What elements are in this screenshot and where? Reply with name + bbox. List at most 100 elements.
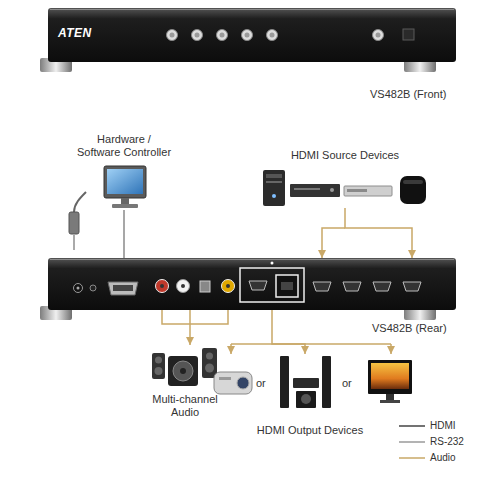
speaker-set xyxy=(155,367,163,375)
output-devices xyxy=(293,378,319,388)
branch-wire xyxy=(231,343,391,345)
source-devices xyxy=(294,188,320,190)
legend-line xyxy=(399,441,425,443)
rear-panel-art xyxy=(177,280,190,293)
output-devices xyxy=(237,377,249,389)
branch-wire xyxy=(230,344,232,354)
output-devices xyxy=(280,356,289,408)
front-button xyxy=(245,33,250,38)
signal-cable xyxy=(345,208,412,258)
signal-cable xyxy=(189,310,191,345)
front-button xyxy=(167,30,178,41)
rear-panel-art xyxy=(48,258,456,310)
branch-wire xyxy=(162,310,228,324)
speaker-set xyxy=(173,361,193,381)
rear-panel-art xyxy=(108,282,138,295)
signal-cable xyxy=(123,210,125,258)
panel-caption: VS482B (Rear) xyxy=(372,322,447,335)
legend-line xyxy=(399,425,425,427)
controller-monitor xyxy=(104,166,146,208)
or-label: or xyxy=(342,377,352,390)
output-devices xyxy=(214,372,252,394)
rear-panel-art xyxy=(373,282,391,291)
front-panel: ATENVS482B (Front) xyxy=(48,8,456,62)
speaker-set xyxy=(205,364,214,373)
power-adapter xyxy=(69,192,86,250)
controller-monitor xyxy=(112,204,138,208)
rear-panel: VS482B (Rear) xyxy=(48,258,456,310)
front-button xyxy=(220,33,225,38)
rear-panel-art xyxy=(90,285,96,291)
rear-panel-art xyxy=(343,282,361,291)
output-group: HDMI Output Devices xyxy=(212,354,412,412)
speaker-set xyxy=(152,353,165,379)
speaker-set xyxy=(152,348,217,386)
rear-panel-art xyxy=(240,268,304,302)
speaker-set xyxy=(202,348,217,378)
brand-logo: ATEN xyxy=(58,27,92,40)
front-button xyxy=(192,30,203,41)
output-devices xyxy=(386,394,394,400)
rear-panel-art xyxy=(222,280,235,293)
front-button xyxy=(167,30,384,41)
speaker-set xyxy=(180,368,186,374)
device-heading: HDMI Output Devices xyxy=(257,424,363,437)
front-button xyxy=(270,33,275,38)
rear-panel-art xyxy=(281,282,293,290)
rear-panel-art xyxy=(271,262,274,265)
source-devices xyxy=(400,176,426,204)
front-button xyxy=(242,30,253,41)
rear-panel-art xyxy=(74,284,83,293)
signal-cable xyxy=(272,310,305,354)
source-devices xyxy=(266,181,282,183)
legend-text: Audio xyxy=(430,451,456,464)
front-panel-art xyxy=(48,8,456,62)
controller-monitor xyxy=(121,198,129,204)
source-devices xyxy=(344,186,392,196)
front-panel-art xyxy=(50,9,454,10)
source-devices xyxy=(263,170,426,206)
output-devices xyxy=(296,391,316,408)
source-devices xyxy=(403,180,423,184)
branch-wire xyxy=(390,344,392,354)
rear-panel-art xyxy=(181,284,185,288)
front-button xyxy=(373,30,384,41)
device-heading: Multi-channel Audio xyxy=(145,393,225,419)
legend-line xyxy=(398,451,426,465)
speaker-set xyxy=(168,356,198,386)
rear-panel-art xyxy=(403,282,421,291)
source-devices xyxy=(330,188,334,192)
front-button xyxy=(267,30,278,41)
controller-monitor xyxy=(104,166,146,198)
rear-panel-art xyxy=(226,284,230,288)
source-devices xyxy=(272,194,276,198)
rear-panel-art xyxy=(113,285,133,291)
source-devices xyxy=(266,174,282,178)
source-devices xyxy=(347,189,367,192)
power-adapter xyxy=(69,212,79,234)
rear-panel-art xyxy=(160,284,164,288)
front-button xyxy=(376,33,381,38)
audio-group: Multi-channel Audio xyxy=(150,345,222,387)
speaker-set xyxy=(206,353,213,360)
output-devices xyxy=(380,400,400,403)
rear-panel-art xyxy=(200,281,210,292)
controller-device: Hardware / Software Controller xyxy=(100,164,152,210)
or-label: or xyxy=(256,377,266,390)
power-adapter xyxy=(73,234,75,250)
output-devices xyxy=(301,394,311,404)
output-devices xyxy=(322,356,331,408)
branch-wire xyxy=(162,228,391,354)
output-devices xyxy=(371,363,409,389)
front-button xyxy=(195,33,200,38)
ir-window xyxy=(403,29,414,40)
source-group: HDMI Source Devices xyxy=(260,168,430,208)
rear-panel-art xyxy=(276,275,298,297)
panel-caption: VS482B (Front) xyxy=(370,88,446,101)
legend-text: HDMI xyxy=(430,419,456,432)
power-adapter xyxy=(74,192,86,212)
rear-panel-art xyxy=(50,259,454,260)
